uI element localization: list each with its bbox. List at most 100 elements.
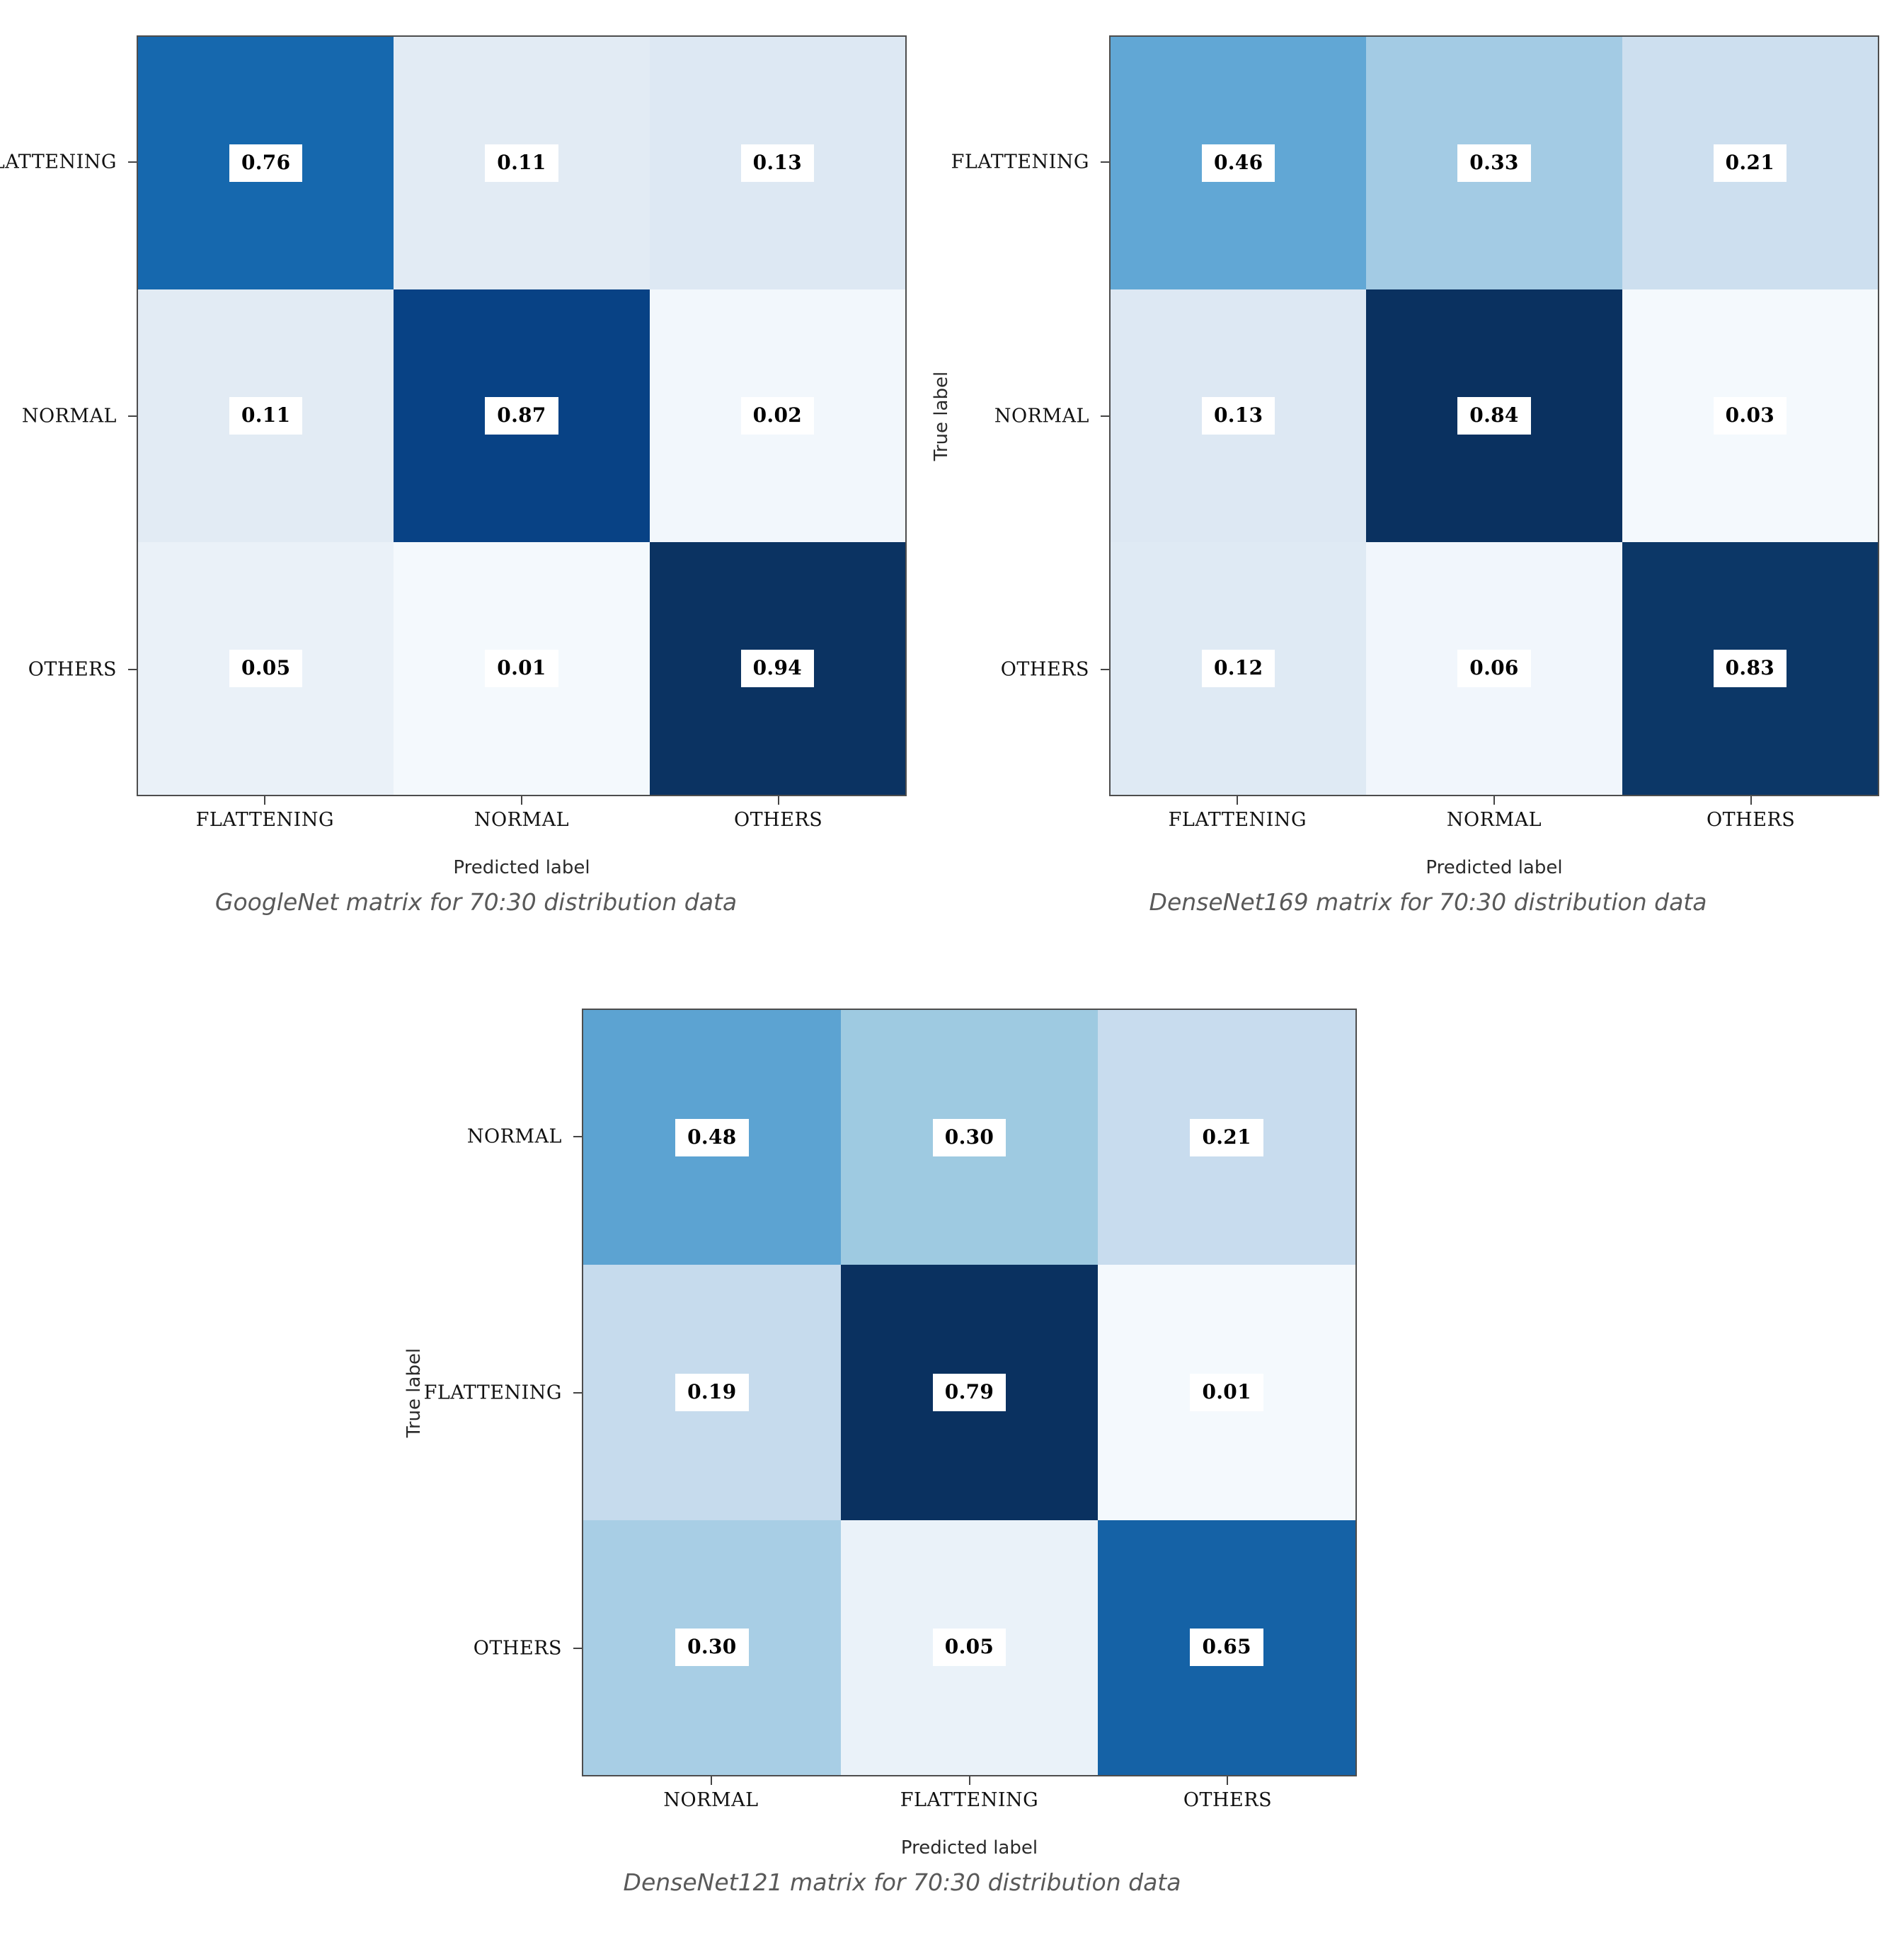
cell-value: 0.05: [932, 1629, 1007, 1667]
cell-value: 0.19: [675, 1373, 749, 1411]
cell-value: 0.01: [485, 650, 558, 687]
heatmap-densenet121: True label NORMAL FLATTENING OTHERS 0.48…: [403, 1009, 1357, 1859]
y-tick-2: OTHERS: [28, 658, 117, 681]
caption-densenet169: DenseNet169 matrix for 70:30 distributio…: [1149, 888, 1707, 916]
y-tick-1: NORMAL: [21, 405, 117, 427]
x-tick-mark-1: [1493, 796, 1495, 805]
matrix-cell: 0.83: [1622, 542, 1878, 795]
cell-value: 0.76: [229, 144, 303, 182]
y-tick-mark-0: [128, 161, 137, 163]
x-tick-mark-1: [521, 796, 522, 805]
confusion-matrix-grid-googlenet: 0.76 0.11 0.13 0.11 0.87 0.02 0.05 0.01: [137, 35, 907, 796]
y-tick-labels-densenet121: NORMAL FLATTENING OTHERS: [341, 1009, 575, 1776]
x-axis-label-densenet121: Predicted label: [900, 1837, 1038, 1859]
matrix-cell: 0.19: [583, 1265, 841, 1520]
figure-googlenet: True label FLATTENING NORMAL OTHERS 0.76…: [0, 0, 952, 974]
y-tick-0: FLATTENING: [951, 151, 1089, 173]
confusion-matrix-grid-densenet169: 0.46 0.33 0.21 0.13 0.84 0.03 0.12 0.06: [1109, 35, 1879, 796]
matrix-cell: 0.02: [649, 289, 905, 542]
y-tick-2: OTHERS: [1000, 658, 1089, 681]
y-tick-mark-0: [573, 1135, 582, 1137]
y-tick-mark-2: [1101, 668, 1109, 670]
cell-value: 0.33: [1457, 144, 1531, 182]
y-tick-0: NORMAL: [466, 1125, 562, 1148]
x-tick-2: OTHERS: [1183, 1789, 1273, 1811]
cell-value: 0.21: [1713, 144, 1787, 182]
matrix-cell: 0.76: [138, 37, 394, 289]
y-tick-mark-1: [1101, 415, 1109, 417]
cell-value: 0.48: [675, 1118, 749, 1156]
cell-value: 0.83: [1713, 650, 1787, 687]
cell-value: 0.01: [1190, 1373, 1263, 1411]
x-tick-labels-densenet121: NORMAL FLATTENING OTHERS: [582, 1776, 1357, 1833]
y-tick-1: NORMAL: [994, 405, 1089, 427]
matrix-cell: 0.06: [1366, 542, 1622, 795]
caption-googlenet: GoogleNet matrix for 70:30 distribution …: [214, 888, 738, 916]
cell-value: 0.79: [932, 1373, 1007, 1411]
matrix-cell: 0.11: [394, 37, 650, 289]
x-tick-1: NORMAL: [1446, 809, 1542, 831]
y-tick-mark-1: [128, 415, 137, 417]
confusion-matrix-grid-densenet121: 0.48 0.30 0.21 0.19 0.79 0.01 0.30 0.05: [582, 1009, 1357, 1776]
matrix-cell: 0.21: [1622, 37, 1878, 289]
cell-value: 0.94: [740, 650, 815, 687]
x-tick-mark-1: [968, 1776, 970, 1785]
cell-value: 0.46: [1201, 144, 1275, 182]
x-tick-1: NORMAL: [474, 809, 570, 831]
x-axis-label-googlenet: Predicted label: [453, 857, 590, 878]
matrix-cell: 0.12: [1111, 542, 1367, 795]
y-tick-mark-1: [573, 1391, 582, 1394]
cell-value: 0.84: [1457, 397, 1531, 435]
x-tick-mark-0: [710, 1776, 712, 1785]
matrix-cell: 0.94: [649, 542, 905, 795]
cell-value: 0.12: [1201, 650, 1275, 687]
cell-value: 0.21: [1190, 1118, 1263, 1156]
x-tick-mark-0: [1237, 796, 1239, 805]
cell-value: 0.02: [740, 397, 815, 435]
cell-value: 0.11: [229, 397, 303, 435]
y-tick-mark-2: [573, 1648, 582, 1650]
cell-value: 0.30: [932, 1118, 1007, 1156]
x-tick-labels-densenet169: FLATTENING NORMAL OTHERS: [1109, 796, 1879, 853]
matrix-cell: 0.05: [138, 542, 394, 795]
heatmap-googlenet: True label FLATTENING NORMAL OTHERS 0.76…: [0, 35, 907, 878]
figure-densenet121: True label NORMAL FLATTENING OTHERS 0.48…: [403, 980, 1428, 1947]
y-tick-labels-densenet169: FLATTENING NORMAL OTHERS: [868, 35, 1102, 796]
matrix-cell: 0.33: [1366, 37, 1622, 289]
y-tick-1: FLATTENING: [423, 1382, 562, 1403]
matrix-cell: 0.87: [394, 289, 650, 542]
y-tick-2: OTHERS: [473, 1637, 562, 1660]
cell-value: 0.30: [675, 1629, 749, 1667]
cell-value: 0.13: [1201, 397, 1275, 435]
matrix-cell: 0.13: [1111, 289, 1367, 542]
x-tick-0: NORMAL: [663, 1789, 759, 1811]
matrix-cell: 0.30: [583, 1520, 841, 1775]
matrix-cell: 0.48: [583, 1010, 841, 1265]
matrix-cell: 0.30: [840, 1010, 1099, 1265]
x-tick-2: OTHERS: [734, 809, 823, 831]
cell-value: 0.05: [229, 650, 303, 687]
cell-value: 0.87: [485, 397, 558, 435]
caption-densenet121: DenseNet121 matrix for 70:30 distributio…: [623, 1868, 1181, 1896]
x-tick-labels-googlenet: FLATTENING NORMAL OTHERS: [137, 796, 907, 853]
x-tick-2: OTHERS: [1707, 809, 1796, 831]
x-axis-label-densenet169: Predicted label: [1426, 857, 1563, 878]
matrix-cell: 0.84: [1366, 289, 1622, 542]
x-tick-0: FLATTENING: [195, 809, 335, 831]
x-tick-1: FLATTENING: [900, 1789, 1039, 1811]
matrix-cell: 0.01: [1098, 1265, 1355, 1520]
matrix-cell: 0.01: [394, 542, 650, 795]
cell-value: 0.03: [1713, 397, 1787, 435]
y-tick-mark-0: [1101, 161, 1109, 163]
matrix-cell: 0.21: [1098, 1010, 1355, 1265]
y-tick-mark-2: [128, 668, 137, 670]
figure-densenet169: True label FLATTENING NORMAL OTHERS 0.46…: [931, 0, 1904, 974]
y-tick-labels-googlenet: FLATTENING NORMAL OTHERS: [0, 35, 130, 796]
x-tick-mark-0: [264, 796, 266, 805]
x-tick-mark-2: [777, 796, 779, 805]
cell-value: 0.06: [1457, 650, 1531, 687]
matrix-cell: 0.65: [1098, 1520, 1355, 1775]
x-tick-0: FLATTENING: [1168, 809, 1307, 831]
x-tick-mark-2: [1227, 1776, 1229, 1785]
matrix-cell: 0.11: [138, 289, 394, 542]
